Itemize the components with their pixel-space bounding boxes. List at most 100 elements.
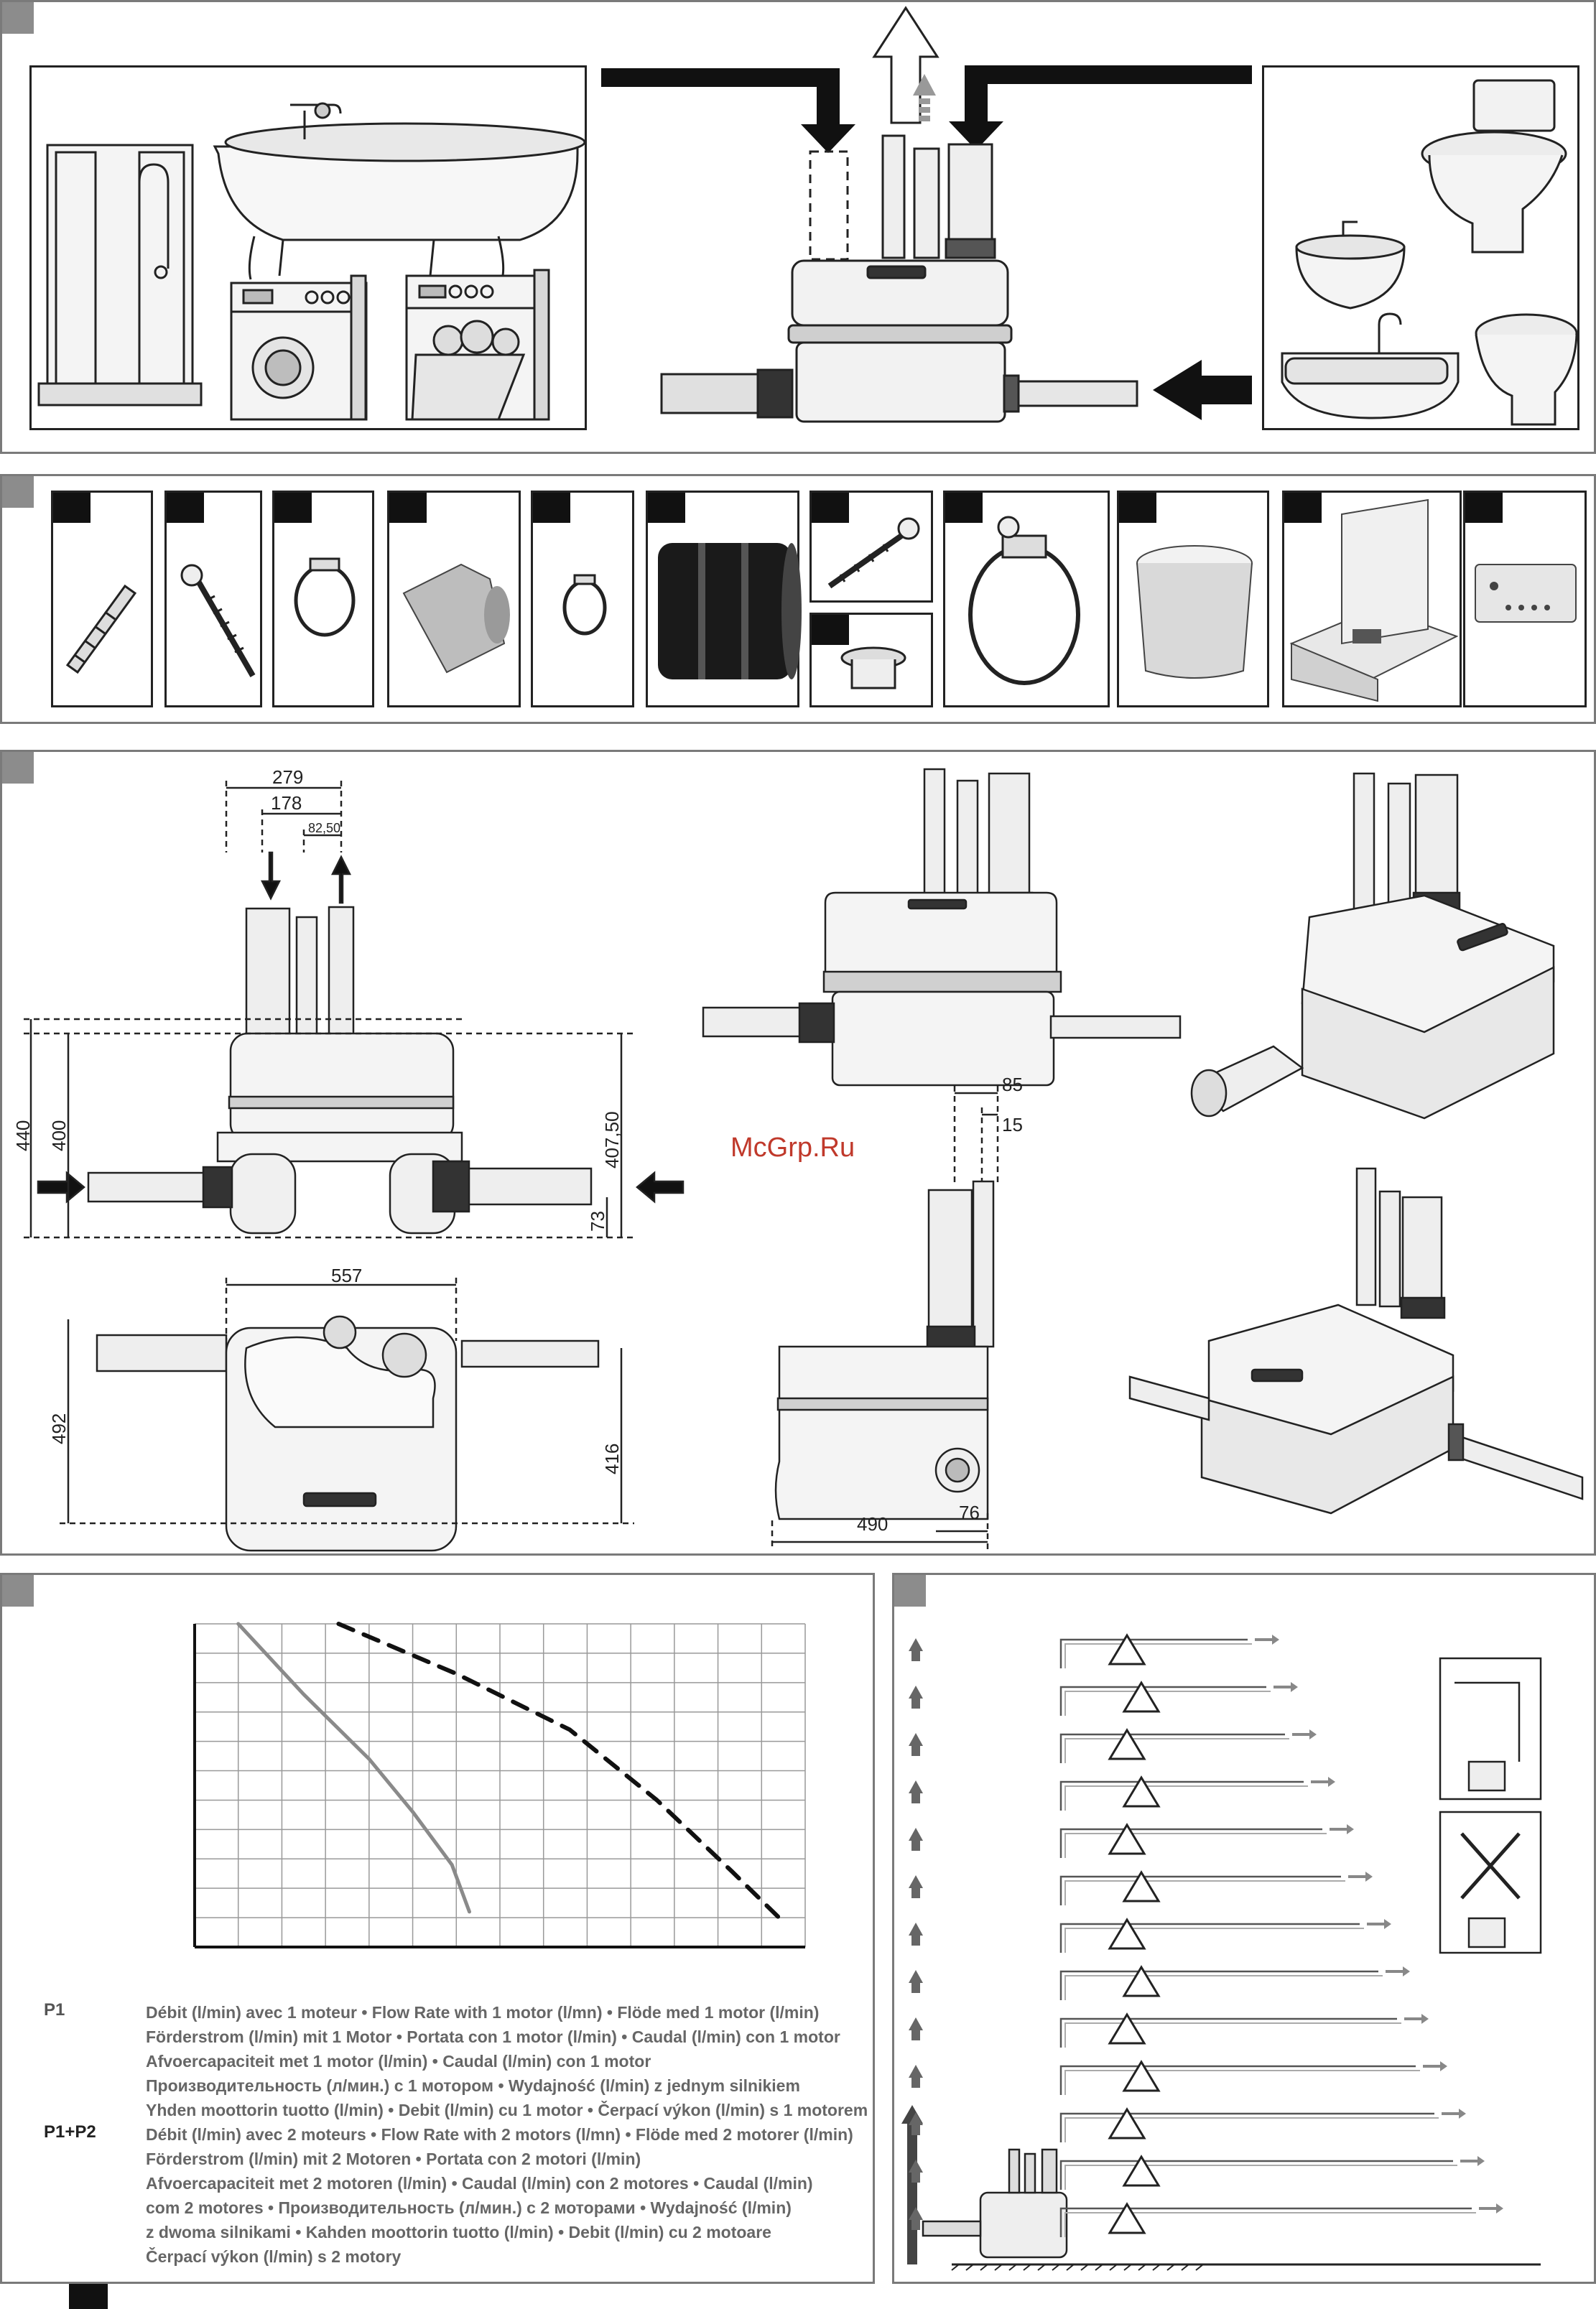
part-number-tab [533, 493, 570, 523]
page-number-tab [69, 2284, 108, 2309]
pump-unit [787, 259, 1013, 423]
top-view-drawing [60, 1278, 634, 1552]
discharge-pipe [1059, 2112, 1434, 2142]
part-screw [164, 491, 262, 707]
pump-side-pipes [660, 368, 1138, 419]
discharge-pipe [1064, 2165, 1457, 2190]
warning-triangle-icon [1108, 2012, 1146, 2045]
part-number-tab [812, 615, 849, 645]
warning-triangle-icon [1122, 1681, 1161, 1713]
washing-machine-icon [230, 274, 368, 421]
panel-corner-tab [2, 476, 34, 508]
legend-p2-line: z dwoma silnikami • Kahden moottorin tuo… [146, 2223, 771, 2241]
part-number-tab [812, 493, 849, 523]
height-arrow-icon [911, 1651, 920, 1661]
dim-total-height: 440 [12, 1120, 34, 1151]
flow-arrow-icon [1367, 1919, 1391, 1929]
discharge-pipe [1064, 2070, 1420, 2095]
warning-triangle-icon [1122, 1775, 1161, 1808]
height-arrow-icon [909, 2065, 923, 2078]
panel-performance: P1 Débit (l/min) avec 1 moteur • Flow Ra… [0, 1573, 875, 2284]
panel-corner-tab [894, 1575, 926, 1607]
arrow-outflow-icon [872, 6, 939, 124]
part-end-cap [1117, 491, 1269, 707]
discharge-pipe [1059, 1875, 1341, 1905]
height-arrow-icon [911, 1793, 920, 1803]
panel-dimensions: 279 178 82,50 440 400 407,50 73 557 492 … [0, 750, 1596, 1556]
shower-icon [37, 144, 203, 406]
arrow-inflow-right-icon [949, 65, 1252, 150]
pump-pipes [881, 134, 996, 259]
toilet-icon [1421, 79, 1567, 254]
flow-arrow-icon [1479, 2203, 1503, 2213]
height-arrow-icon [911, 1699, 920, 1709]
height-arrow-icon [909, 1970, 923, 1983]
legend-p2-label: P1+P2 [44, 2122, 96, 2142]
discharge-pipe [1064, 1643, 1252, 1668]
perspective-view-front [702, 768, 1182, 1087]
warning-triangle-icon [1122, 1870, 1161, 1903]
part-number-tab [945, 493, 983, 523]
height-arrow-icon [909, 1780, 923, 1793]
side-view-drawing [771, 1086, 999, 1549]
flow-arrow-icon [1442, 2109, 1466, 2119]
discharge-pipe [1059, 2017, 1397, 2048]
height-arrow-icon [911, 2173, 920, 2183]
part-number-tab [1465, 493, 1503, 523]
flow-diagram [601, 6, 1252, 423]
series-line-p1 [236, 1622, 471, 1914]
dim-right-height: 407,50 [601, 1111, 623, 1169]
discharge-pipe [1059, 1828, 1322, 1858]
height-arrow-icon [909, 1638, 923, 1651]
height-arrow-icon [909, 1686, 923, 1699]
height-arrow-icon [909, 2160, 923, 2173]
bidet-icon [1475, 313, 1578, 426]
part-number-tab [1284, 493, 1322, 523]
warning-triangle-icon [1108, 1728, 1146, 1760]
sanitary-illustration [1281, 79, 1578, 426]
part-control-box [1463, 491, 1587, 707]
legend-p2-line: Čerpací výkon (l/min) s 2 motory [146, 2247, 402, 2266]
dim-inlet-height: 73 [587, 1211, 608, 1232]
height-arrow-icon [909, 2207, 923, 2220]
flow-arrow-icon [1404, 2014, 1429, 2024]
panel-overview [0, 0, 1596, 454]
flow-arrow-icon [1460, 2156, 1485, 2166]
height-arrow-icon [909, 1875, 923, 1888]
large-clamp-icon [968, 516, 1080, 685]
part-wood-screw [809, 491, 933, 603]
discharge-pipe [1059, 1923, 1360, 1953]
dim-side-depth: 490 [857, 1513, 889, 1535]
part-number-tab [648, 493, 685, 523]
appliances-illustration [37, 102, 586, 421]
legend-p2-line: Förderstrom (l/min) mit 2 Motoren • Port… [146, 2150, 641, 2168]
height-arrow-icon [911, 2220, 920, 2230]
discharge-pipe [1059, 1970, 1378, 2000]
discharge-pipe [1064, 1785, 1308, 1811]
dimension-drawings [24, 768, 1584, 1552]
legend-p2-line: Débit (l/min) avec 2 moteurs • Flow Rate… [146, 2125, 853, 2144]
screw-icon [180, 564, 256, 677]
arrow-vent-icon [913, 74, 936, 121]
legend-p1-line: Производительность (л/мин.) с 1 мотором … [146, 2076, 800, 2095]
flow-arrow-icon [1423, 2061, 1447, 2071]
warning-triangle-icon [1108, 2202, 1146, 2234]
part-number-tab [274, 493, 312, 523]
dim-side-top-1: 85 [1002, 1074, 1023, 1095]
watermark-text: McGrp.Ru [730, 1133, 855, 1163]
perspective-view-iso-1 [1190, 772, 1555, 1120]
part-cap [809, 613, 933, 707]
washbasin-small-icon [1295, 220, 1406, 310]
dim-plan-depth: 492 [48, 1413, 70, 1444]
height-arrow-icon [909, 1828, 923, 1841]
discharge-pipe [1059, 2207, 1472, 2237]
part-number-tab [53, 493, 91, 523]
wall-plug-icon [65, 584, 137, 674]
warning-triangle-icon [1108, 1633, 1146, 1665]
discharge-pipe [1064, 2212, 1476, 2237]
flow-arrow-icon [1273, 1682, 1298, 1692]
control-box-icon [1475, 564, 1577, 623]
discharge-pipe [1059, 2065, 1416, 2095]
panel-parts [0, 474, 1596, 724]
height-arrow-icon [911, 1888, 920, 1898]
